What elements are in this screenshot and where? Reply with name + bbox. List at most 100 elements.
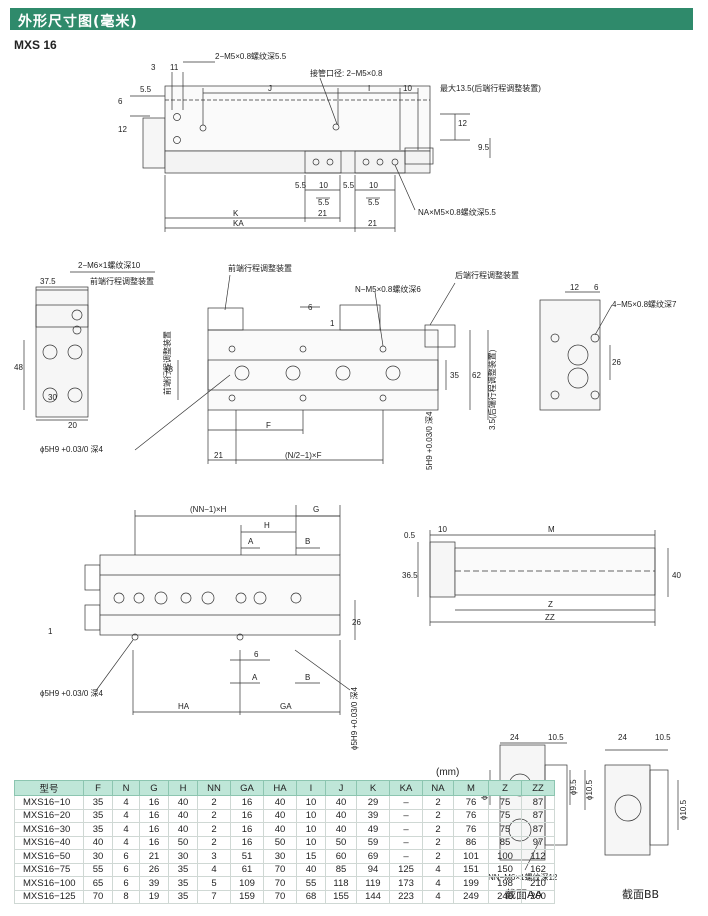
- table-cell: 76: [453, 822, 489, 837]
- mid-label-front-adj-1: 前端行程调整装置: [90, 276, 154, 286]
- dim-ga: GA: [280, 702, 292, 711]
- table-cell: 35: [168, 889, 198, 904]
- dim-0-5: 0.5: [404, 531, 416, 540]
- table-cell: 55: [83, 862, 113, 877]
- table-cell: 162: [521, 862, 555, 877]
- table-cell: 30: [83, 849, 113, 864]
- dim-21b: 21: [368, 219, 377, 228]
- top-label-thread: 2−M5×0.8螺纹深5.5: [215, 51, 287, 61]
- table-cell: 40: [83, 835, 113, 850]
- table-cell: 2: [197, 835, 231, 850]
- dim-10c: 10: [369, 181, 378, 190]
- table-cell: MXS16−50: [14, 849, 84, 864]
- mid-label-4m5: 4−M5×0.8螺纹深7: [612, 299, 677, 309]
- dim-f: F: [266, 421, 271, 430]
- table-cell: 75: [488, 822, 522, 837]
- table-cell: 199: [453, 876, 489, 891]
- table-cell: 125: [389, 862, 423, 877]
- dim-5-5d: 5.5: [318, 198, 330, 207]
- table-cell: 16: [230, 822, 264, 837]
- table-cell: 70: [263, 889, 297, 904]
- table-cell: 49: [356, 822, 390, 837]
- table-cell: 223: [389, 889, 423, 904]
- mid-label-m6: 2−M6×1螺纹深10: [78, 260, 141, 270]
- table-cell: 21: [139, 849, 169, 864]
- table-cell: –: [389, 849, 423, 864]
- table-cell: 59: [356, 835, 390, 850]
- table-header-cell: J: [325, 780, 357, 796]
- mid-label-5h9: 5H9 +0.03/0 深4: [425, 411, 434, 470]
- table-cell: MXS16−10: [14, 795, 84, 810]
- table-header-cell: G: [139, 780, 169, 796]
- table-cell: 4: [422, 876, 454, 891]
- table-cell: 35: [83, 822, 113, 837]
- table-cell: 10: [296, 822, 326, 837]
- dim-9-5: 9.5: [478, 143, 490, 152]
- table-cell: 2: [422, 822, 454, 837]
- table-cell: –: [389, 808, 423, 823]
- table-cell: 94: [356, 862, 390, 877]
- top-label-port: 接管口径: 2−M5×0.8: [310, 68, 383, 78]
- dim-6-bottom: 6: [254, 650, 259, 659]
- dim-5-5e: 5.5: [368, 198, 380, 207]
- dim-a-top: A: [248, 537, 254, 546]
- table-cell: 144: [356, 889, 390, 904]
- table-cell: 173: [389, 876, 423, 891]
- table-cell: 2: [197, 822, 231, 837]
- dim-30: 30: [48, 393, 57, 402]
- table-cell: –: [389, 795, 423, 810]
- dim-3: 3: [151, 63, 156, 72]
- table-cell: 19: [139, 889, 169, 904]
- table-cell: 51: [230, 849, 264, 864]
- table-header-cell: I: [296, 780, 326, 796]
- bb-dim-phi10-5: ϕ10.5: [679, 799, 688, 820]
- dim-35: 35: [450, 371, 459, 380]
- table-cell: 6: [112, 849, 140, 864]
- table-cell: 87: [521, 822, 555, 837]
- table-header-cell: HA: [263, 780, 297, 796]
- table-cell: 16: [139, 808, 169, 823]
- table-header-cell: NN: [197, 780, 231, 796]
- table-cell: 7: [197, 889, 231, 904]
- dim-ka: KA: [233, 219, 244, 228]
- dim-1-mid: 1: [330, 319, 335, 328]
- table-cell: 29: [356, 795, 390, 810]
- table-cell: 40: [263, 808, 297, 823]
- dim-20: 20: [68, 421, 77, 430]
- table-cell: 16: [139, 795, 169, 810]
- table-cell: MXS16−100: [14, 876, 84, 891]
- dim-12-right: 12: [570, 283, 579, 292]
- table-cell: 70: [263, 876, 297, 891]
- table-cell: 75: [488, 808, 522, 823]
- table-cell: 119: [356, 876, 390, 891]
- table-cell: 2: [422, 808, 454, 823]
- table-cell: 40: [168, 808, 198, 823]
- table-cell: MXS16−30: [14, 822, 84, 837]
- table-cell: 76: [453, 808, 489, 823]
- table-header-cell: N: [112, 780, 140, 796]
- table-cell: 16: [230, 835, 264, 850]
- table-cell: 150: [488, 862, 522, 877]
- dim-z: Z: [548, 600, 553, 609]
- table-cell: 60: [325, 849, 357, 864]
- bb-dim-10-5: 10.5: [655, 733, 671, 742]
- dim-m: M: [548, 525, 555, 534]
- table-header-cell: ZZ: [521, 780, 555, 796]
- dim-18: 18: [164, 365, 173, 374]
- dim-ha: HA: [178, 702, 190, 711]
- dim-g: G: [313, 505, 319, 514]
- front-view: [134, 274, 489, 464]
- dim-62: 62: [472, 371, 481, 380]
- dim-37-5: 37.5: [40, 277, 56, 286]
- bottom-label-phi5-v: ϕ5H9 +0.03/0 深4: [350, 686, 359, 750]
- table-cell: 248: [488, 889, 522, 904]
- dim-26-bottom: 26: [352, 618, 361, 627]
- table-cell: 26: [139, 862, 169, 877]
- aa-dim-phi10-5: ϕ10.5: [585, 779, 594, 800]
